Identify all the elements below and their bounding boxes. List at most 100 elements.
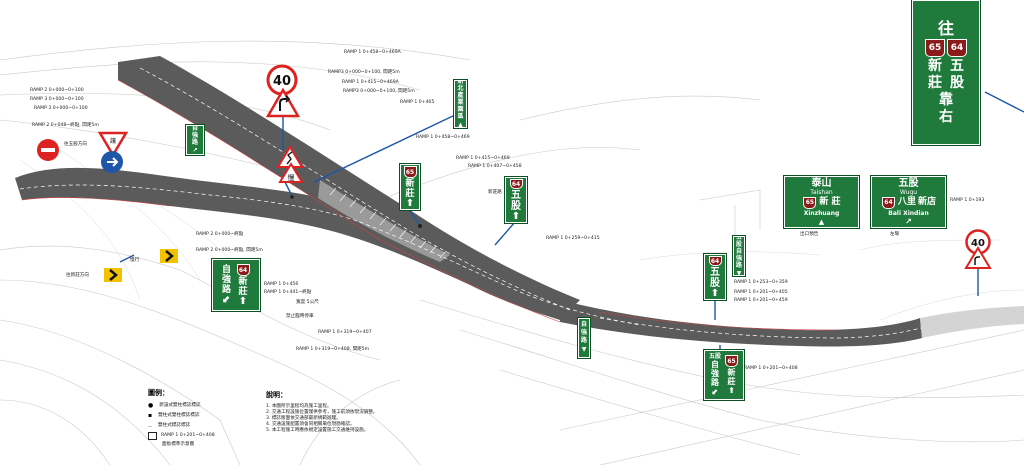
notes-title: 說明： [266,391,287,399]
industrial-park-text: 新北產業園區 [457,78,464,120]
curve-warning-sign [266,88,300,118]
notes-block: 說明： 1. 本圖所示里程均為施工里程。 2. 交通工程設施位置僅供參考，施工前… [266,390,426,434]
vertical-wugu-ziqiang-mid-sign: 五股自強路 ▼ [732,234,746,277]
keep-right-sign [101,151,123,173]
note-ramp-j: RAMP 1 0+253~0+359 [734,280,788,285]
note-ramp-h: RAMP 1 0+407~0+458 [468,164,522,169]
note-ramp-a: RAMP 1 0+458~0+469A [344,50,401,55]
route-64-shield-icon: 64 [509,179,523,189]
route-65-shield-icon: 65 [925,38,945,57]
big-direction-sign: 往 65 64 新莊 五股 靠 右 [911,0,981,146]
note-ramp-b: RAMP3 0+000~0+100, 間距5m [328,70,400,75]
ziqiang-text: 自強路 [221,265,231,295]
note-ramp-v: RAMP 1 0+441~終點 [264,290,312,295]
down-left-arrow-icon: ⬋ [711,387,719,396]
legend-item-3: ‥ 雙柱式標誌標誌 [148,422,191,429]
note-ramp-g: RAMP 1 0+415~0+469 [456,156,510,161]
taishan-en-text: Taishan [810,188,833,196]
note-ramp-m: RAMP 1 0+193 [950,198,985,203]
note-line-3: 3. 標誌版面依交通部最新規範辦理。 [266,416,341,421]
up-arrow-icon: ⬆ [710,288,720,299]
slow-sign-text: 慢 [288,173,295,182]
chevron-sign-2 [104,268,122,282]
speed-limit-right-value: 40 [971,238,985,249]
up-arrow-icon: ⬆ [728,386,735,395]
vertical-ziqiang-sign: 自強路 ▼ [577,317,591,359]
taishan-xinzhuang-board: 泰山 Taishan 65 新 莊 Xinzhuang ▲ [783,175,860,229]
note-ramp-t: RAMP 2 0+000~終點, 間距5m [196,248,263,253]
up-arrow-icon: ⬆ [238,296,248,307]
vertical-ziqiang-left-sign: 自強路 ↗ [185,124,205,156]
xinzhuang-small-text: 新莊 [405,179,415,199]
note-ramp-s: RAMP 2 0+000~終點 [196,232,244,237]
legend-item-2: ▪ 雙柱式雙柱標誌標誌 [148,412,200,419]
lane-markings [19,67,922,339]
sign-kao-text: 靠 [939,91,953,108]
wugu-mid-sign: 64 五股 ⬆ [703,253,727,301]
note-left: 左彎 [890,232,900,237]
xinzhuang-board2-text: 新 莊 [819,197,841,207]
no-entry-sign [37,139,59,161]
legend-title: 圖例： [148,389,169,397]
note-exit: 出口預告 [800,232,819,237]
wugu-small-text: 五股 [511,190,521,212]
note-ramp-c: RAMP 1 0+415~0+469A [342,80,399,85]
sign-wang-text: 往 [937,18,954,38]
note-width: 寬度 5公尺 [296,300,319,305]
note-line-5: 5. 本工程施工時應依規定設置施工交通維持設施。 [266,428,369,433]
speed-limit-sign-left: 40 [266,64,298,96]
note-ramp-k: RAMP 1 0+201~0+405 [734,290,788,295]
note-ramp-e: RAMP 1 0+465 [400,100,435,105]
route-65-shield-icon: 65 [403,166,417,178]
wugu-small-sign: 64 五股 ⬆ [504,176,528,224]
bali-text: 八里 [897,197,916,207]
chevron-hatch [329,187,447,259]
ziqiang-left-text: 自強路 [191,124,198,146]
xindian-text: 新店 [918,197,937,207]
route-64-shield-icon: 64 [708,256,722,266]
ziqiang-vertical-text: 自強路 [580,321,587,344]
legend-item-1: ● 新設式雙柱標誌標誌 [148,402,201,409]
note-ramp-q: RAMP 3 0+000~0+100 [34,106,88,111]
route-64-shield-icon: 64 [881,196,895,209]
wugu-bali-xindian-board: 五股 Wugu 64 八里 新店 Bali Xindian ↗ [870,175,947,229]
ziqiang-board-text: 自強路 [710,360,719,387]
note-ramp-f: RAMP 1 0+458~0+469 [416,135,470,140]
note-line-4: 4. 交通設施配置須會同相關單位現勘確認。 [266,422,355,427]
vertical-industrial-park-sign: 新北產業園區 ▲ [453,78,468,129]
diag-arrow-icon: ↗ [192,146,198,154]
note-line-1: 1. 本圖所示里程均為施工里程。 [266,404,332,409]
xinzhuang-text: 新莊 [238,277,248,297]
speed-limit-value: 40 [273,74,291,89]
legend-ramp: RAMP 1 0+201~0+408 [148,432,258,440]
up-right-arrow-icon: ↗ [905,216,912,226]
note-ramp-i: RAMP 1 0+259~0+415 [546,236,600,241]
legend-item-1-label: 新設式雙柱標誌標誌 [159,402,201,408]
curve-warning-sign-right [964,246,992,269]
yield-sign: 讓 [98,131,128,157]
ziqiang-xinzhuang-board: 自強路 ⬋ 64 新莊 ⬆ [211,258,261,312]
note-dir: 往五股方向 [64,142,87,147]
slow-warning-sign: 慢 [278,162,304,183]
note-slow: 慢行 [130,258,140,263]
taishan-text: 泰山 [811,177,832,189]
bali-xindian-en-text: Bali Xindian [888,209,929,217]
note-line-2: 2. 交通工程設施位置僅供參考，施工前須依現況調整。 [266,410,378,415]
sign-xinzhuang-text: 新莊 [928,57,942,91]
chevron-sign-1 [160,249,178,263]
sign-wugu-text: 五股 [950,57,964,91]
wugu-en-text: Wugu [899,188,918,196]
yield-sign-text: 讓 [110,137,116,145]
legend-item-2-label: 雙柱式雙柱標誌標誌 [158,412,200,418]
down-left-arrow-icon: ⬋ [222,294,231,305]
up-arrow-icon: ⬆ [405,198,415,209]
note-ramp-d: RAMP3 0+000~0+100, 間距5m [343,89,415,94]
note-ramp-l: RAMP 1 0+201~0+459 [734,298,788,303]
note-ramp-u: RAMP 1 0+456 [264,282,299,287]
wugu-label-text: 五股 [708,353,721,360]
sign-you-text: 右 [939,108,953,125]
xinzhuang-board-text: 新莊 [727,368,736,386]
legend-item-3-label: 雙柱式標誌標誌 [158,422,191,428]
